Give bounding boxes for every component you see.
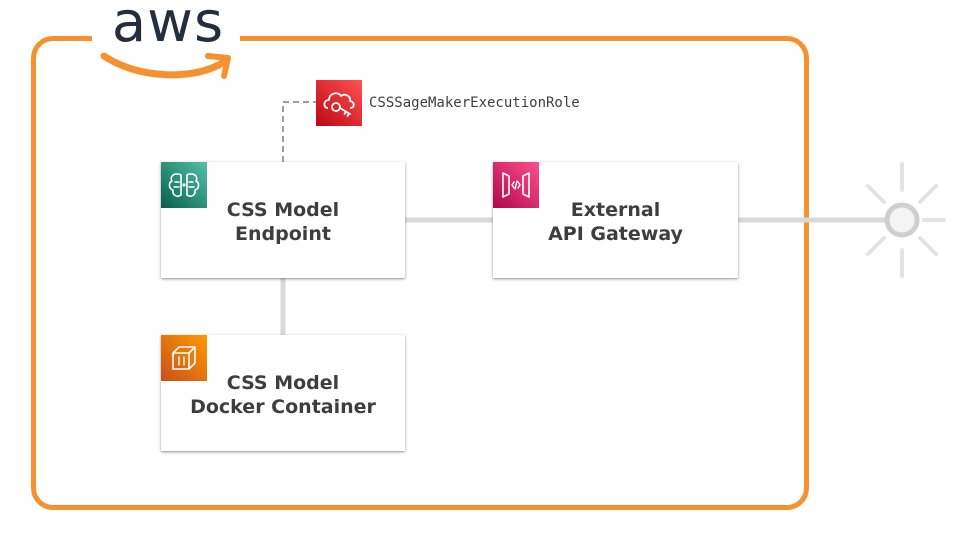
- endpoint-node[interactable]: CSS Model Endpoint: [161, 162, 405, 278]
- container-label: CSS Model Docker Container: [161, 371, 405, 419]
- internet-icon: [866, 162, 946, 278]
- container-label-line1: CSS Model: [226, 372, 340, 394]
- api-gateway-label: External API Gateway: [493, 198, 738, 246]
- aws-smile-icon: [100, 52, 231, 79]
- endpoint-label: CSS Model Endpoint: [161, 198, 405, 246]
- aws-cloud-boundary: [31, 36, 809, 510]
- iam-role-icon: [316, 80, 362, 126]
- api-gateway-label-line1: External: [570, 199, 661, 221]
- api-gateway-label-line2: API Gateway: [548, 223, 683, 245]
- api-gateway-icon: [493, 162, 539, 208]
- endpoint-label-line1: CSS Model: [226, 199, 340, 221]
- sagemaker-icon: [161, 162, 207, 208]
- aws-logo: aws: [100, 0, 236, 82]
- container-node[interactable]: CSS Model Docker Container: [161, 335, 405, 451]
- aws-logo-text: aws: [111, 0, 225, 55]
- api-gateway-node[interactable]: External API Gateway: [493, 162, 738, 278]
- role-label: CSSSageMakerExecutionRole: [369, 95, 580, 111]
- container-icon: [161, 335, 207, 381]
- container-label-line2: Docker Container: [190, 396, 376, 418]
- endpoint-label-line2: Endpoint: [235, 223, 331, 245]
